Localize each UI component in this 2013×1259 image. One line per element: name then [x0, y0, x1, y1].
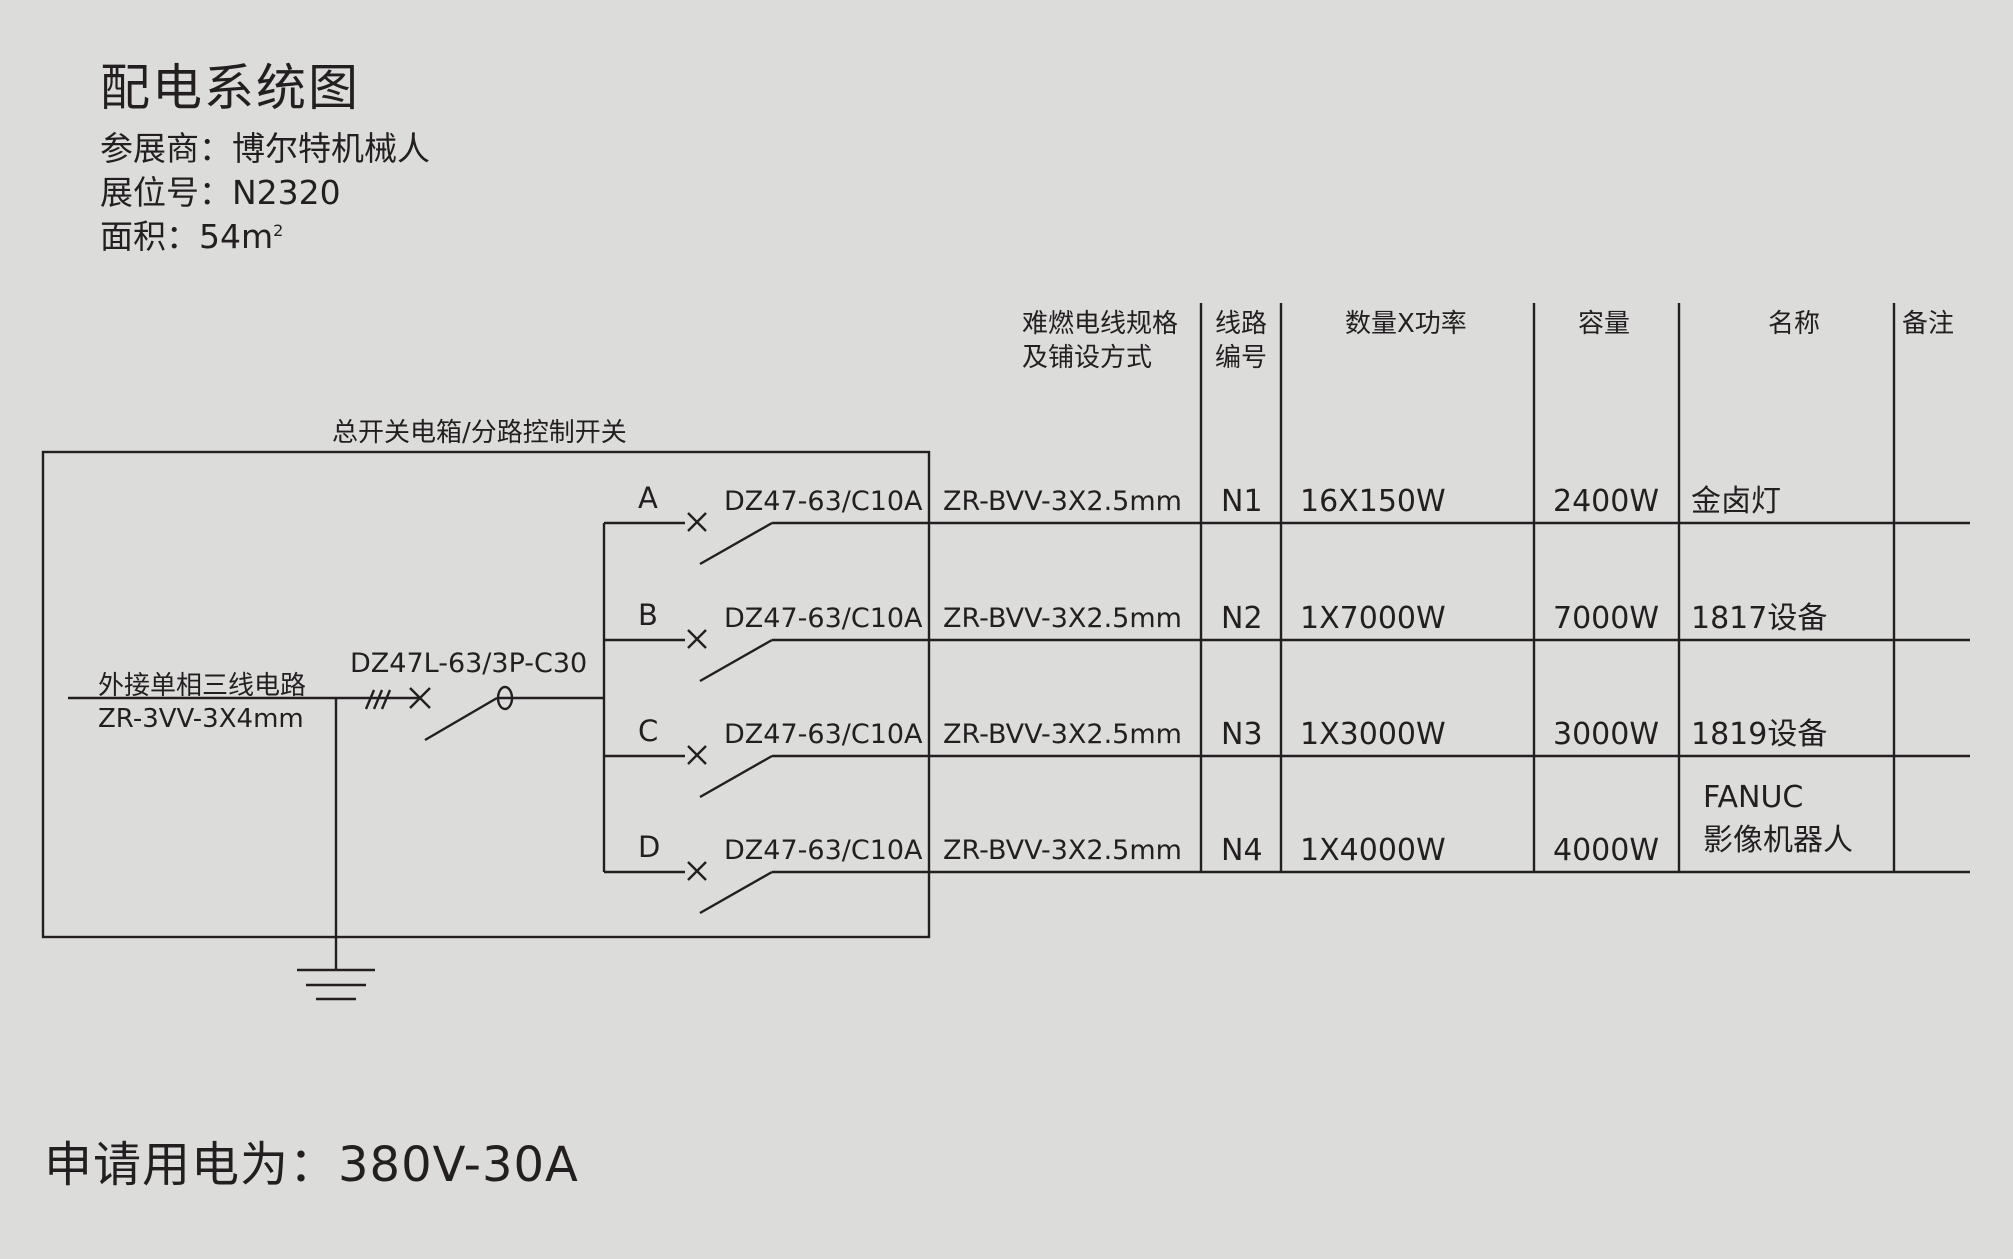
branch-breaker-x-mark [687, 861, 707, 881]
branch-phase-label: C [638, 714, 658, 748]
three-wire-tick [380, 689, 392, 710]
branch-device-name: FANUC [1703, 780, 1803, 815]
branch-switch-blade [699, 521, 773, 566]
branch-breaker-x-mark [687, 512, 707, 532]
branch-breaker-x-mark [687, 629, 707, 649]
header-cable-line1: 难燃电线规格 [1022, 309, 1178, 339]
area-line: 面积：54m2 [100, 210, 283, 258]
branch-phase-label: B [638, 598, 658, 632]
branch-device-name: 1817设备 [1691, 601, 1827, 636]
branch-circuit-number: N3 [1221, 717, 1263, 752]
branch-cable-label: ZR-BVV-3X2.5mm [943, 835, 1182, 866]
branch-breaker-x-mark [687, 745, 707, 765]
branch-device-name: 1819设备 [1691, 717, 1827, 752]
switchbox-label: 总开关电箱/分路控制开关 [332, 418, 627, 448]
branch-circuit-number: N2 [1221, 601, 1263, 636]
branch-circuit-number: N1 [1221, 484, 1263, 519]
switchbox-frame [41, 450, 931, 939]
branch-circuit-number: N4 [1221, 833, 1263, 868]
header-cable-line2: 及铺设方式 [1022, 343, 1152, 373]
branch-capacity: 2400W [1553, 484, 1659, 519]
header-circuit-line1: 线路 [1215, 309, 1267, 339]
branch-phase-label: A [638, 481, 658, 515]
branch-cable-label: ZR-BVV-3X2.5mm [943, 486, 1182, 517]
booth-line: 展位号：N2320 [100, 173, 341, 212]
area-text: 面积：54m [100, 217, 274, 256]
branch-switch-blade [699, 754, 773, 799]
three-wire-tick [372, 689, 384, 710]
exhibitor-line: 参展商：博尔特机械人 [100, 129, 430, 168]
branch-breaker-label: DZ47-63/C10A [724, 486, 923, 517]
branch-capacity: 7000W [1553, 601, 1659, 636]
header-note: 备注 [1902, 309, 1954, 339]
branch-breaker-label: DZ47-63/C10A [724, 603, 923, 634]
area-superscript: 2 [273, 221, 284, 240]
branch-switch-blade [699, 638, 773, 683]
branch-qty-power: 1X7000W [1300, 601, 1446, 636]
branch-device-name: 金卤灯 [1691, 484, 1781, 519]
header-qty-power: 数量X功率 [1345, 309, 1467, 339]
branch-qty-power: 1X4000W [1300, 833, 1446, 868]
main-breaker-label: DZ47L-63/3P-C30 [350, 648, 587, 679]
branch-device-name: 影像机器人 [1703, 823, 1853, 858]
branch-capacity: 4000W [1553, 833, 1659, 868]
branch-rows: A DZ47-63/C10A ZR-BVV-3X2.5mm N1 16X150W 2400… [604, 481, 1970, 915]
branch-cable-label: ZR-BVV-3X2.5mm [943, 719, 1182, 750]
branch-breaker-label: DZ47-63/C10A [724, 835, 923, 866]
branch-breaker-label: DZ47-63/C10A [724, 719, 923, 750]
incoming-label: 外接单相三线电路 [98, 671, 306, 701]
header-circuit-line2: 编号 [1215, 343, 1267, 373]
header-name: 名称 [1768, 309, 1820, 339]
header-capacity: 容量 [1578, 309, 1630, 339]
branch-qty-power: 16X150W [1300, 484, 1446, 519]
branch-capacity: 3000W [1553, 717, 1659, 752]
incoming-cable: ZR-3VV-3X4mm [98, 704, 304, 734]
power-request: 申请用电为：380V-30A [44, 1137, 579, 1193]
breaker-x-mark [409, 687, 431, 709]
main-switch-blade [424, 696, 498, 742]
branch-phase-label: D [638, 830, 660, 864]
three-wire-tick [364, 689, 376, 710]
page-title: 配电系统图 [100, 59, 360, 117]
branch-qty-power: 1X3000W [1300, 717, 1446, 752]
branch-switch-blade [699, 870, 773, 915]
branch-cable-label: ZR-BVV-3X2.5mm [943, 603, 1182, 634]
